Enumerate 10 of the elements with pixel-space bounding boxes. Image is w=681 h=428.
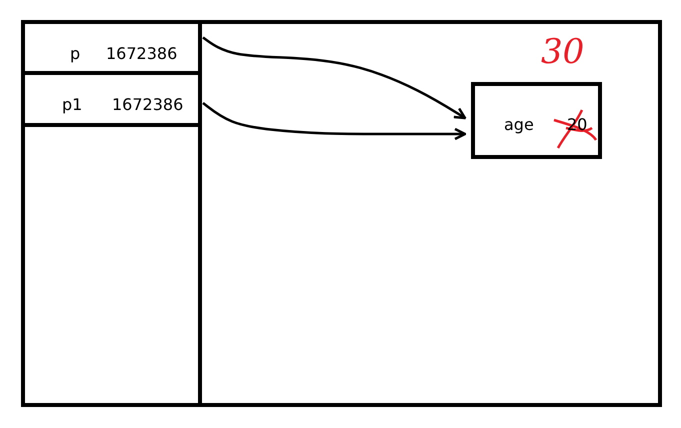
- field-name: age: [504, 115, 534, 134]
- object-box: [471, 82, 602, 159]
- memory-frame: [21, 20, 662, 407]
- field-name: p: [70, 44, 80, 63]
- field-value: 1672386: [112, 95, 184, 114]
- field-name: p1: [62, 95, 82, 114]
- handwritten-value: 30: [541, 32, 584, 72]
- arrow: [202, 102, 466, 140]
- field-value: 1672386: [106, 44, 178, 63]
- arrow: [202, 36, 466, 120]
